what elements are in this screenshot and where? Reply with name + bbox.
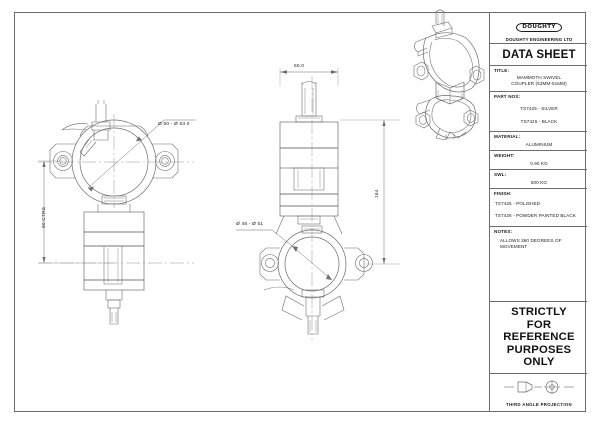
swl-label: SWL: bbox=[494, 172, 507, 177]
drawing-frame bbox=[14, 12, 586, 412]
finish-label: FINISH: bbox=[494, 191, 512, 196]
disclaimer-line-5: ONLY bbox=[523, 356, 555, 369]
document-title: DATA SHEET bbox=[502, 48, 576, 61]
disclaimer-line-4: PURPOSES bbox=[506, 343, 572, 356]
reference-disclaimer-cell: STRICTLY FOR REFERENCE PURPOSES ONLY bbox=[490, 302, 587, 374]
front-elevation-view: Ø 60 - Ø 63.0 90 CTRS bbox=[36, 100, 196, 335]
spec-row-part-numbers: PART NOS: TS7425 - SILVER TS7426 - BLACK bbox=[490, 92, 587, 132]
spec-row-material: MATERIAL: ALUMINIUM bbox=[490, 132, 587, 151]
spec-row-swl: SWL: 500 KG bbox=[490, 170, 587, 189]
reference-disclaimer: STRICTLY FOR REFERENCE PURPOSES ONLY bbox=[503, 306, 574, 368]
part-no-black: TS7426 - BLACK bbox=[520, 119, 558, 125]
disclaimer-line-1: STRICTLY bbox=[511, 306, 567, 319]
title-value-line-2: COUPLER (63MM-51MM) bbox=[511, 81, 567, 87]
notes-label: NOTES: bbox=[494, 229, 513, 234]
weight-label: WEIGHT: bbox=[494, 153, 515, 158]
document-title-cell: DATA SHEET bbox=[490, 44, 587, 66]
projection-label: THIRD ANGLE PROJECTION bbox=[505, 401, 573, 407]
isometric-3d-view bbox=[402, 8, 494, 145]
side-height-dimension: 164 bbox=[375, 189, 380, 198]
brand-header: DOUGHTY DOUGHTY ENGINEERING LTD bbox=[490, 12, 587, 44]
disclaimer-line-2: FOR bbox=[526, 318, 552, 331]
doughty-logo: DOUGHTY bbox=[516, 22, 562, 32]
part-nos-label: PART NOS: bbox=[494, 94, 521, 99]
title-value-line-1: MAMMOTH SWIVEL bbox=[516, 74, 562, 80]
spec-row-finish: FINISH: TS7425 - POLISHED TS7426 - POWDE… bbox=[490, 189, 587, 227]
projection-cell: THIRD ANGLE PROJECTION bbox=[490, 374, 587, 412]
spec-row-notes: NOTES: ALLOWS 360 DEGREES OF MOVEMENT bbox=[490, 227, 587, 302]
finish-polished: TS7425 - POLISHED bbox=[495, 200, 541, 206]
company-name: DOUGHTY ENGINEERING LTD bbox=[505, 37, 573, 42]
side-elevation-view: 50.0 164 Ø 48 - Ø 51 bbox=[232, 58, 402, 353]
material-label: MATERIAL: bbox=[494, 134, 521, 139]
side-width-dimension: 50.0 bbox=[294, 64, 305, 69]
title-label: TITLE: bbox=[494, 68, 510, 73]
front-bore-diameter-dimension: Ø 60 - Ø 63.0 bbox=[158, 122, 190, 127]
weight-value: 0.90 KG bbox=[530, 161, 548, 166]
specification-panel: DOUGHTY DOUGHTY ENGINEERING LTD DATA SHE… bbox=[489, 12, 587, 412]
notes-text: ALLOWS 360 DEGREES OF MOVEMENT bbox=[500, 238, 562, 250]
side-lower-bore-diameter-dimension: Ø 48 - Ø 51 bbox=[236, 222, 264, 227]
spec-row-title: TITLE: MAMMOTH SWIVEL COUPLER (63MM-51MM… bbox=[490, 66, 587, 92]
swl-value: 500 KG bbox=[530, 180, 548, 185]
finish-powder-painted: TS7426 - POWDER PAINTED BLACK bbox=[495, 212, 576, 218]
third-angle-projection-icon bbox=[502, 379, 576, 399]
spec-row-weight: WEIGHT: 0.90 KG bbox=[490, 151, 587, 170]
material-value: ALUMINIUM bbox=[525, 142, 553, 147]
part-no-silver: TS7425 - SILVER bbox=[520, 106, 558, 111]
disclaimer-line-3: REFERENCE bbox=[503, 331, 575, 344]
front-centres-dimension: 90 CTRS bbox=[42, 206, 47, 228]
